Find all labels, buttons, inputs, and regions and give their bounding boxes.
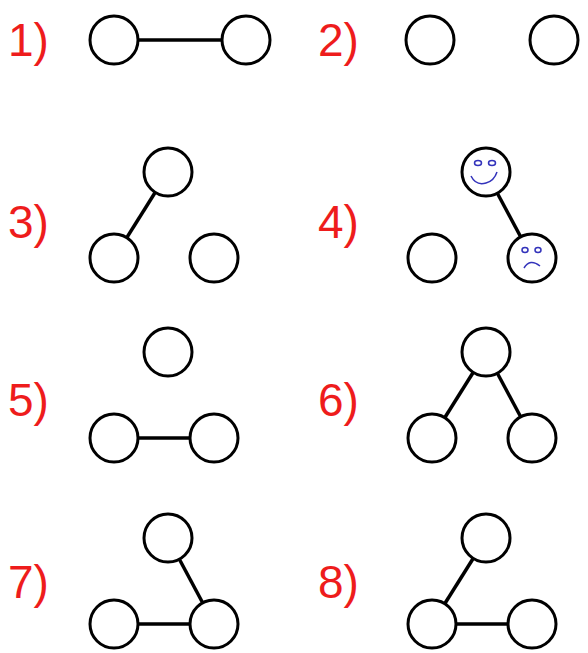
graph-number: 3)	[8, 199, 49, 245]
face-doodles	[471, 161, 541, 269]
graph-number: 5)	[8, 377, 49, 423]
graph-number: 4)	[318, 199, 359, 245]
graph-number: 7)	[8, 559, 49, 605]
graph-number: 6)	[318, 377, 359, 423]
graph-number: 1)	[8, 17, 49, 63]
graph-number: 2)	[318, 17, 359, 63]
graph-number: 8)	[318, 559, 359, 605]
